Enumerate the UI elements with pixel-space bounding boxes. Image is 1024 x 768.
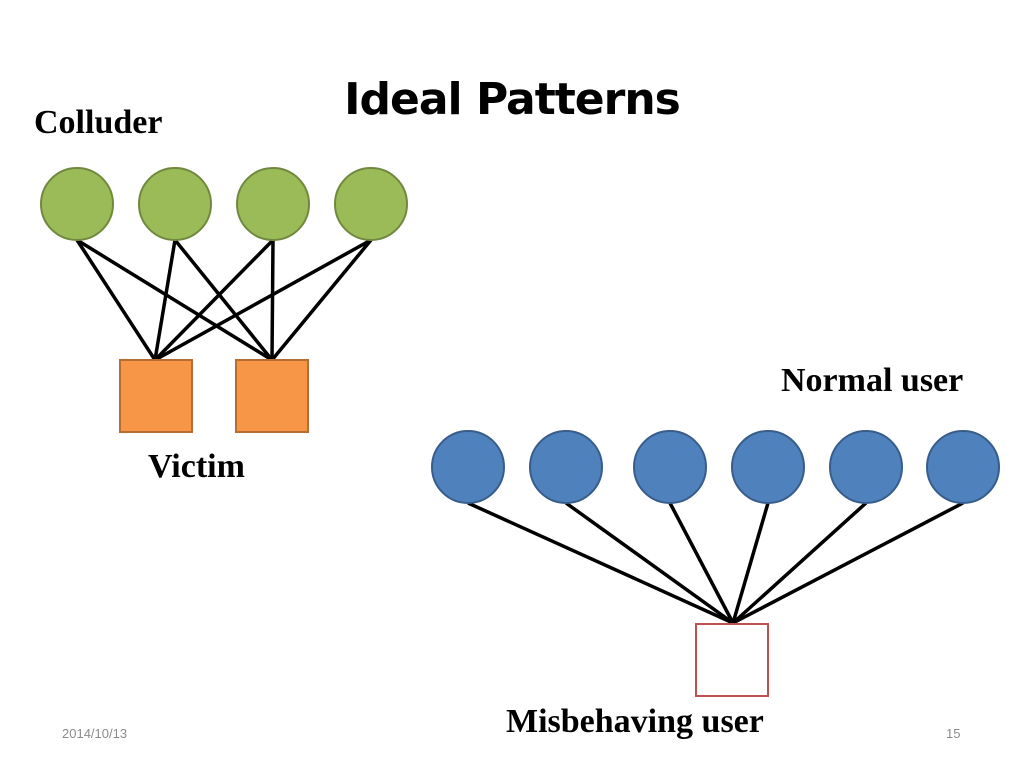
normal-misbehaving-edge [564,501,735,625]
colluder-node [138,167,212,241]
colluder-victim-edge [270,238,373,362]
colluder-victim-edge [173,238,274,362]
misbehaving-user-label: Misbehaving user [506,703,764,740]
page-number: 15 [946,726,961,741]
normal-user-node [529,430,603,504]
normal-user-node [926,430,1000,504]
normal-user-node [731,430,805,504]
nodes [40,167,1000,697]
colluder-node [334,167,408,241]
normal-misbehaving-edge [668,502,735,624]
colluder-victim-edge [153,238,275,362]
normal-user-node [633,430,707,504]
footer-date: 2014/10/13 [62,726,128,741]
normal-misbehaving-edge [731,501,868,625]
slide-title: Ideal Patterns [344,74,681,125]
normal-user-node [829,430,903,504]
victim-label: Victim [148,448,245,485]
colluder-victim-edge [76,238,273,362]
colluder-node [236,167,310,241]
victim-node [119,359,193,433]
colluder-victim-edge [270,239,275,361]
victim-node [235,359,309,433]
misbehaving-user-node [695,623,769,697]
colluder-victim-edge [154,238,372,362]
colluder-label: Colluder [34,104,163,141]
colluder-node [40,167,114,241]
normal-user-node [431,430,505,504]
colluder-victim-edge [153,239,177,361]
edges [75,238,964,625]
normal-misbehaving-edge [467,501,734,625]
normal-misbehaving-edge [732,501,964,625]
normal-user-label: Normal user [781,362,964,399]
colluder-victim-edge [75,239,157,361]
normal-misbehaving-edge [731,502,770,624]
